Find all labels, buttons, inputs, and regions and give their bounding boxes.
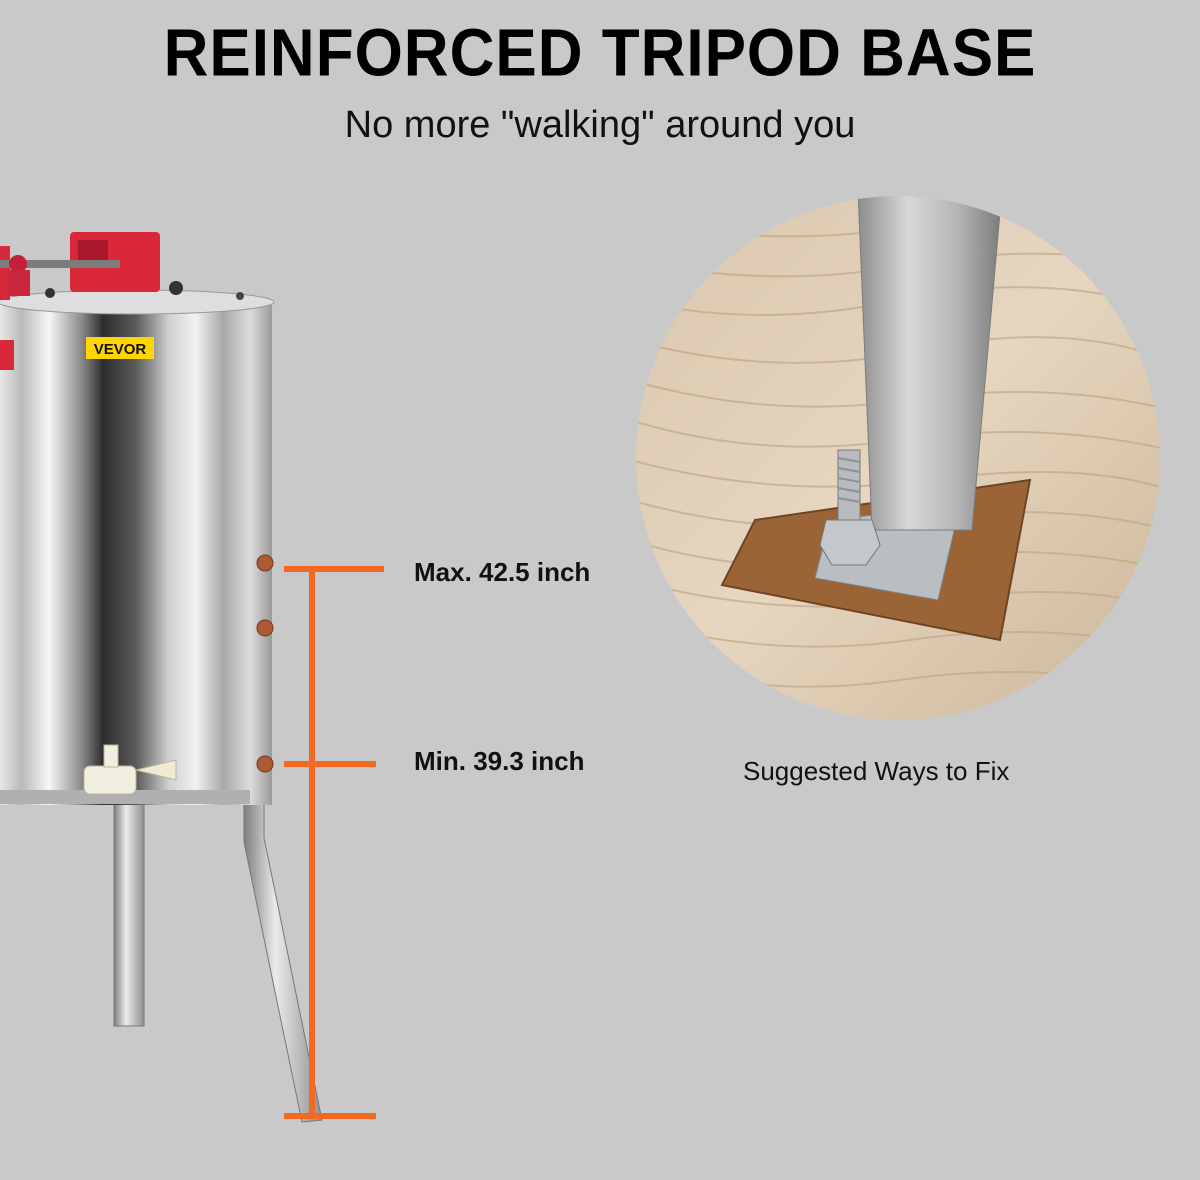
crank-assembly — [0, 232, 244, 370]
height-dimension-line — [284, 566, 384, 1119]
detail-caption: Suggested Ways to Fix — [743, 756, 1010, 786]
min-height-label: Min. 39.3 inch — [414, 746, 585, 776]
honey-gate-icon — [83, 744, 177, 795]
extractor-drum — [0, 289, 275, 805]
page-title: REINFORCED TRIPOD BASE — [163, 16, 1037, 91]
leg-adjustment-holes — [256, 554, 274, 773]
brand-badge: VEVOR — [86, 337, 154, 359]
mounting-detail-circle — [636, 196, 1160, 720]
max-height-label: Max. 42.5 inch — [414, 557, 591, 587]
front-leg — [113, 797, 145, 1027]
page-subtitle: No more "walking" around you — [344, 104, 856, 146]
brand-label: VEVOR — [94, 341, 147, 358]
